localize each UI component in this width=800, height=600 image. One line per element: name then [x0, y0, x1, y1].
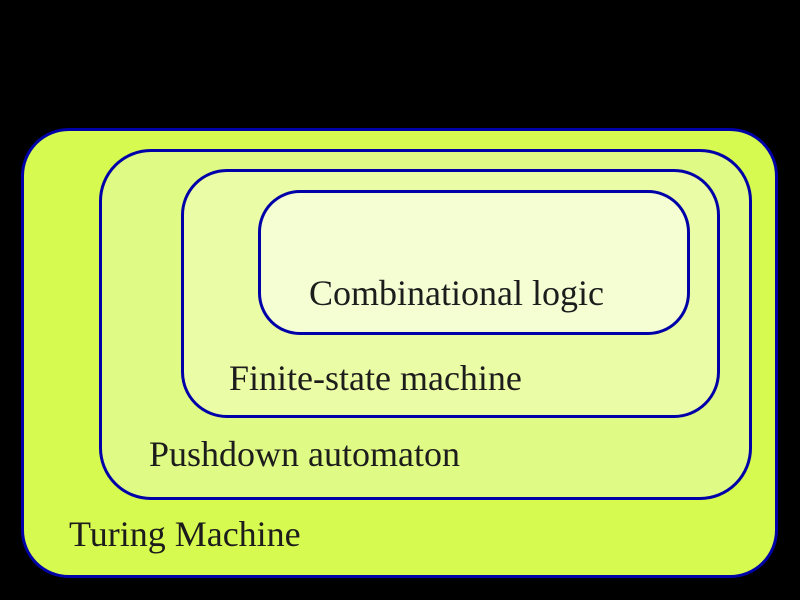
label-pushdown-automaton: Pushdown automaton [149, 434, 460, 474]
label-finite-state-machine: Finite-state machine [229, 358, 522, 398]
set-finite-state-machine: Combinational logic Finite-state machine [181, 169, 720, 418]
set-pushdown-automaton: Combinational logic Finite-state machine… [99, 149, 752, 500]
set-combinational-logic: Combinational logic [258, 190, 690, 335]
label-combinational-logic: Combinational logic [309, 273, 604, 313]
set-turing-machine: Combinational logic Finite-state machine… [21, 128, 778, 578]
label-turing-machine: Turing Machine [69, 514, 301, 554]
